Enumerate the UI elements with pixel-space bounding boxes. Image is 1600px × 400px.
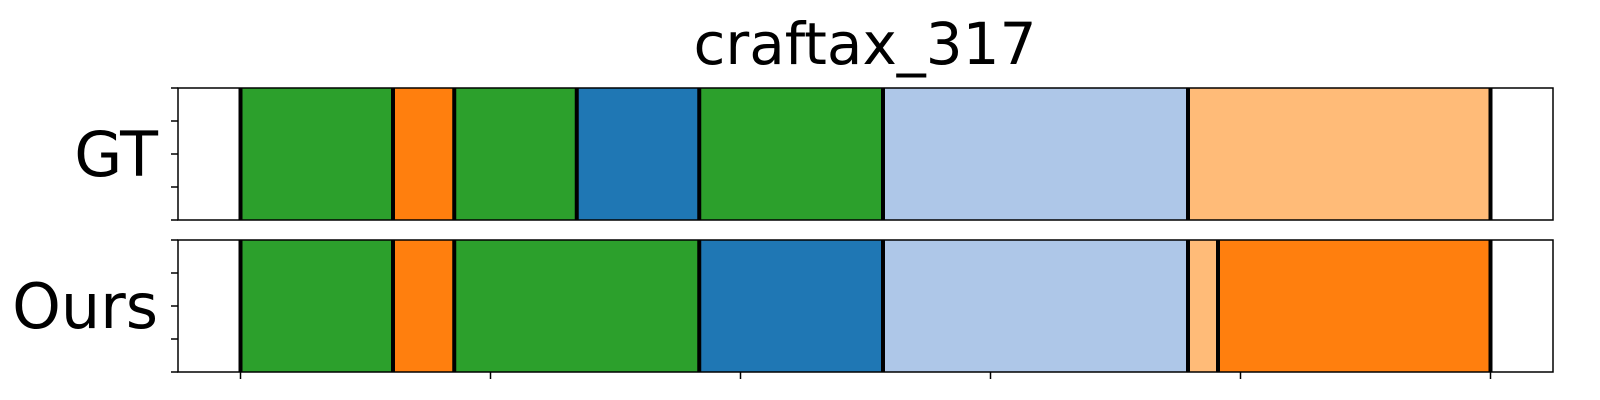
row-label-ours: Ours bbox=[12, 270, 158, 343]
segment-gt-7 bbox=[1188, 88, 1491, 220]
rows-layer: GT Ours bbox=[12, 87, 1554, 379]
segment-ours-2 bbox=[393, 240, 455, 372]
chart-title: craftax_317 bbox=[694, 10, 1037, 78]
segment-ours-3 bbox=[454, 240, 700, 372]
segment-ours-8 bbox=[1490, 240, 1553, 372]
segment-ours-4 bbox=[699, 240, 883, 372]
segment-ours-5 bbox=[883, 240, 1188, 372]
segment-gt-6 bbox=[883, 88, 1188, 220]
segment-ours-1 bbox=[240, 240, 393, 372]
row-label-gt: GT bbox=[74, 118, 159, 191]
segment-gt-8 bbox=[1490, 88, 1553, 220]
segment-gt-2 bbox=[393, 88, 455, 220]
segment-gt-3 bbox=[454, 88, 577, 220]
row-gt: GT bbox=[74, 87, 1554, 221]
segment-ours-6 bbox=[1188, 240, 1218, 372]
row-ours: Ours bbox=[12, 239, 1554, 373]
segment-gt-0 bbox=[178, 88, 241, 220]
segment-ours-7 bbox=[1218, 240, 1491, 372]
segment-gt-1 bbox=[240, 88, 393, 220]
segment-ours-0 bbox=[178, 240, 241, 372]
segment-gt-5 bbox=[699, 88, 883, 220]
segment-gt-4 bbox=[576, 88, 700, 220]
